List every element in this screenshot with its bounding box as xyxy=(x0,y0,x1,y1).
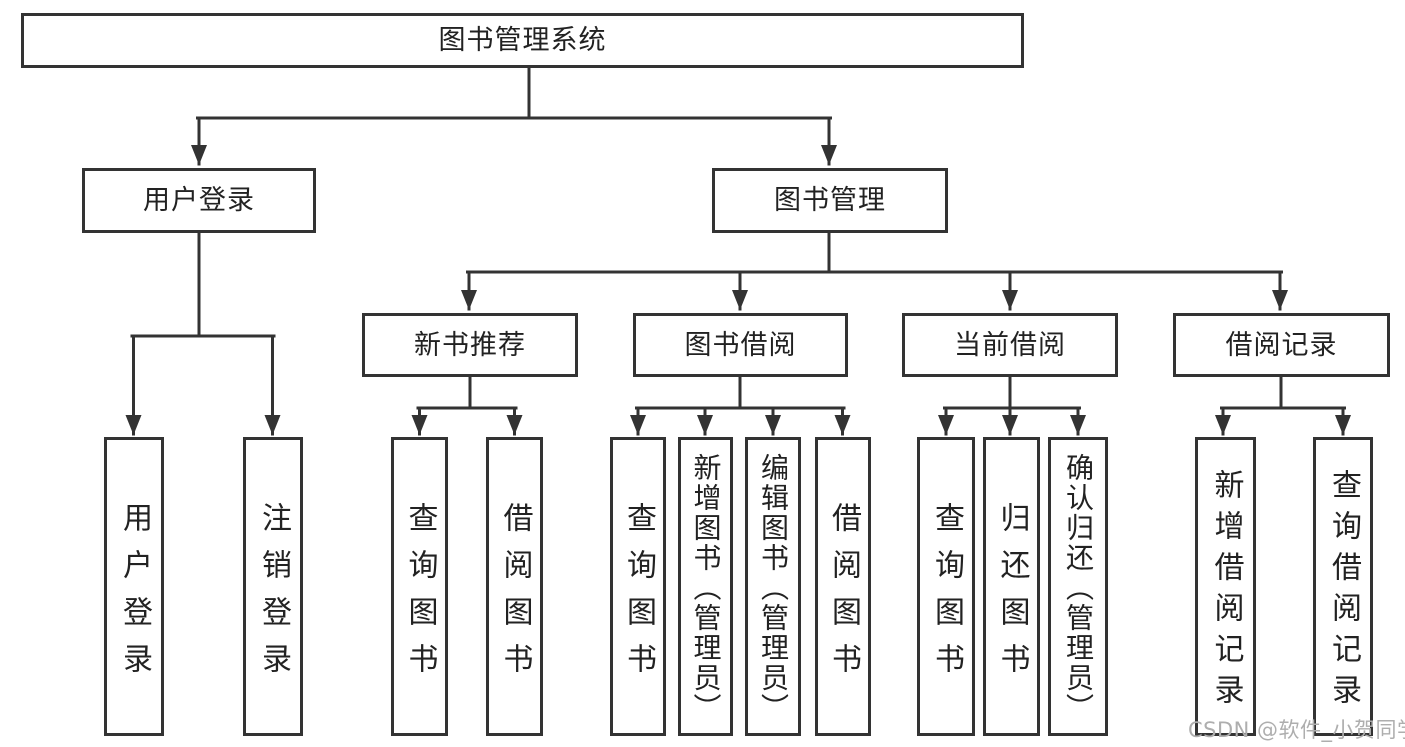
leaf-confirm-return-admin: 确认归还（管理员） xyxy=(1048,437,1108,736)
node-book-management-label: 图书管理 xyxy=(774,185,886,216)
leaf-query-borrow-record: 查询借阅记录 xyxy=(1313,437,1373,736)
leaf-borrow-books-label: 借阅图书 xyxy=(826,502,861,690)
node-borrow-records: 借阅记录 xyxy=(1173,313,1390,377)
leaf-user-login: 用户登录 xyxy=(104,437,164,736)
leaf-borrow-books: 借阅图书 xyxy=(815,437,871,736)
node-borrow-records-label: 借阅记录 xyxy=(1225,329,1338,361)
leaf-query-books-recommend: 查询图书 xyxy=(391,437,448,736)
node-current-borrow-label: 当前借阅 xyxy=(954,329,1066,361)
leaf-query-books-borrow: 查询图书 xyxy=(610,437,666,736)
node-new-book-recommend-label: 新书推荐 xyxy=(414,329,526,361)
leaf-query-books-current-label: 查询图书 xyxy=(929,502,964,690)
leaf-add-book-admin: 新增图书（管理员） xyxy=(678,437,733,736)
connector-book-borrow-branch xyxy=(630,375,851,436)
leaf-add-borrow-record: 新增借阅记录 xyxy=(1195,437,1256,736)
leaf-borrow-books-recommend-label: 借阅图书 xyxy=(497,502,533,690)
leaf-confirm-return-admin-label: 确认归还（管理员） xyxy=(1062,452,1095,723)
node-current-borrow: 当前借阅 xyxy=(902,313,1118,377)
leaf-query-books-recommend-label: 查询图书 xyxy=(402,502,438,690)
node-user-login: 用户登录 xyxy=(82,168,316,233)
leaf-query-books-current: 查询图书 xyxy=(917,437,975,736)
leaf-edit-book-admin: 编辑图书（管理员） xyxy=(745,437,801,736)
connector-root-branch xyxy=(191,66,837,166)
connector-borrow-records-branch xyxy=(1215,375,1351,436)
node-user-login-label: 用户登录 xyxy=(143,185,255,216)
leaf-return-books: 归还图书 xyxy=(983,437,1040,736)
leaf-return-books-label: 归还图书 xyxy=(994,502,1030,690)
connector-new-book-branch xyxy=(411,375,523,436)
leaf-borrow-books-recommend: 借阅图书 xyxy=(486,437,543,736)
connector-current-borrow-branch xyxy=(938,375,1086,436)
leaf-query-borrow-record-label: 查询借阅记录 xyxy=(1326,469,1361,715)
csdn-watermark: CSDN @软件_小贺同学 xyxy=(1188,718,1405,742)
node-book-borrow-label: 图书借阅 xyxy=(684,329,797,361)
node-book-management: 图书管理 xyxy=(712,168,948,233)
connector-user-login-branch xyxy=(125,231,281,436)
connector-book-management-branch xyxy=(461,231,1288,311)
node-root-system: 图书管理系统 xyxy=(21,13,1024,68)
leaf-edit-book-admin-label: 编辑图书（管理员） xyxy=(757,452,790,723)
leaf-add-borrow-record-label: 新增借阅记录 xyxy=(1208,469,1244,715)
leaf-user-login-label: 用户登录 xyxy=(117,502,152,690)
leaf-query-books-borrow-label: 查询图书 xyxy=(621,502,656,690)
node-root-label: 图书管理系统 xyxy=(438,25,607,56)
leaf-logout-label: 注销登录 xyxy=(256,502,291,690)
leaf-logout: 注销登录 xyxy=(243,437,303,736)
node-book-borrow: 图书借阅 xyxy=(633,313,848,377)
node-new-book-recommend: 新书推荐 xyxy=(362,313,578,377)
leaf-add-book-admin-label: 新增图书（管理员） xyxy=(689,452,723,723)
